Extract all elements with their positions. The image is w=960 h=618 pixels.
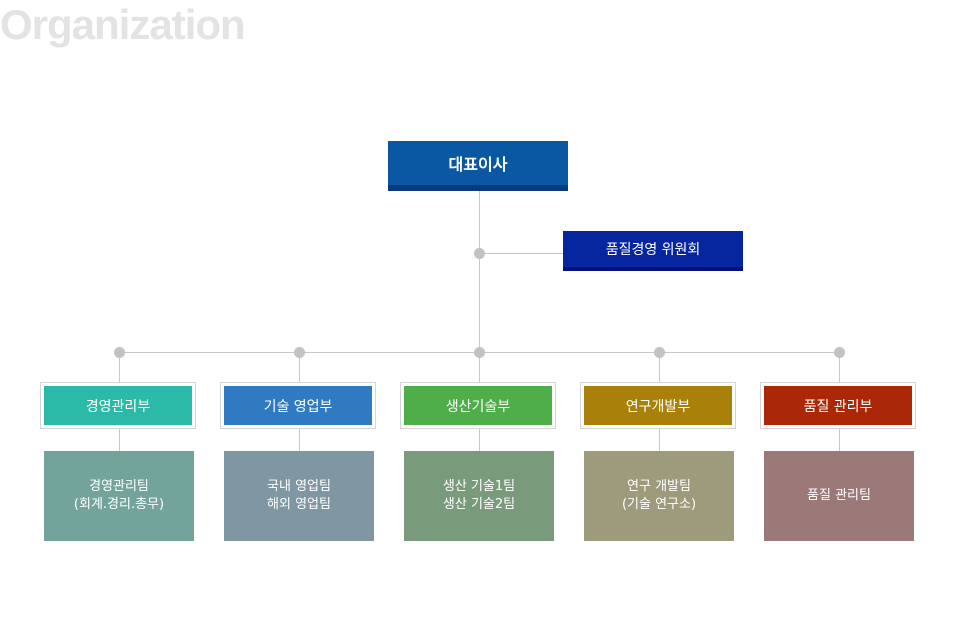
department-label: 기술 영업부 (263, 398, 333, 415)
dept-drop-line (299, 352, 300, 382)
team-label-line: 국내 영업팀 (267, 479, 331, 494)
quality-committee-box: 품질경영 위원회 (563, 231, 743, 271)
team-label-line: 경영관리팀 (89, 479, 149, 494)
department-frame: 연구개발부 (580, 382, 736, 429)
department-box: 경영관리부 (44, 386, 192, 425)
ceo-box: 대표이사 (388, 141, 568, 191)
page-title: Organization (0, 1, 246, 48)
department-label: 경영관리부 (85, 398, 151, 415)
department-box: 품질 관리부 (764, 386, 912, 425)
team-connector (119, 429, 120, 451)
team-connector (839, 429, 840, 451)
team-box: 연구 개발팀 (기술 연구소) (584, 451, 734, 541)
dept-drop-line (119, 352, 120, 382)
ceo-connector (479, 191, 480, 352)
junction-dot (474, 347, 485, 358)
team-connector (299, 429, 300, 451)
team-label-line: 생산 기술1팀 (442, 479, 516, 494)
team-connector (479, 429, 480, 451)
committee-connector (479, 253, 563, 254)
ceo-label: 대표이사 (448, 155, 508, 174)
junction-dot (474, 248, 485, 259)
dept-drop-line (839, 352, 840, 382)
department-box: 기술 영업부 (224, 386, 372, 425)
junction-dot (654, 347, 665, 358)
team-label-line: 생산 기술2팀 (442, 497, 516, 512)
team-box: 품질 관리팀 (764, 451, 914, 541)
junction-dot (114, 347, 125, 358)
team-connector (659, 429, 660, 451)
department-frame: 품질 관리부 (760, 382, 916, 429)
committee-label: 품질경영 위원회 (605, 242, 701, 258)
department-frame: 기술 영업부 (220, 382, 376, 429)
department-box: 연구개발부 (584, 386, 732, 425)
junction-dot (294, 347, 305, 358)
department-label: 연구개발부 (625, 398, 691, 415)
department-frame: 생산기술부 (400, 382, 556, 429)
department-frame: 경영관리부 (40, 382, 196, 429)
dept-drop-line (479, 352, 480, 382)
team-box: 생산 기술1팀 생산 기술2팀 (404, 451, 554, 541)
team-label-line: (회계.경리.총무) (73, 497, 165, 512)
team-label-line: (기술 연구소) (621, 497, 697, 512)
team-box: 경영관리팀 (회계.경리.총무) (44, 451, 194, 541)
team-label-line: 연구 개발팀 (627, 479, 691, 494)
junction-dot (834, 347, 845, 358)
department-label: 품질 관리부 (803, 398, 873, 415)
team-label-line: 품질 관리팀 (807, 488, 871, 503)
team-label-line: 해외 영업팀 (267, 497, 331, 512)
department-box: 생산기술부 (404, 386, 552, 425)
team-box: 국내 영업팀 해외 영업팀 (224, 451, 374, 541)
dept-drop-line (659, 352, 660, 382)
department-label: 생산기술부 (445, 398, 511, 415)
